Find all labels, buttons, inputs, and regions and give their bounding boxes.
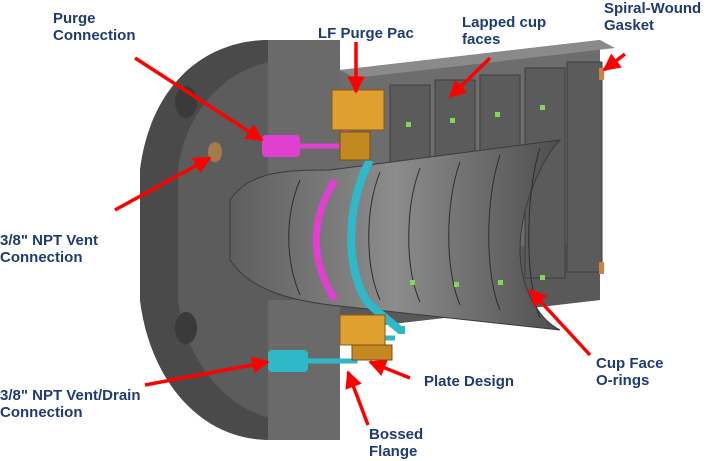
spiral-wound-gasket	[599, 68, 604, 80]
vent-channel	[347, 158, 405, 334]
arrow-purge-connection	[134, 56, 264, 142]
purge-channel	[312, 178, 338, 302]
label-lf-purge-pac: LF Purge Pac	[318, 25, 414, 42]
callout-arrows	[114, 42, 627, 426]
lf-purge-pac	[331, 89, 393, 361]
label-plate-design: Plate Design	[424, 373, 515, 390]
arrow-npt-vent	[114, 156, 212, 212]
cup-plates	[288, 147, 541, 319]
spiral-wound-gasket-lower	[599, 262, 604, 274]
cup-face-orings	[406, 105, 545, 287]
arrow-lapped-cup-faces	[448, 56, 492, 99]
arrow-bossed-flange	[345, 370, 370, 426]
arrow-cup-face-orings	[528, 288, 592, 357]
arrow-plate-design	[368, 359, 411, 380]
bore-cutaway	[229, 139, 562, 331]
npt-vent-port	[208, 142, 222, 162]
arrow-spiral-wound-gasket	[602, 52, 627, 72]
arrow-npt-vent-drain	[144, 356, 270, 387]
